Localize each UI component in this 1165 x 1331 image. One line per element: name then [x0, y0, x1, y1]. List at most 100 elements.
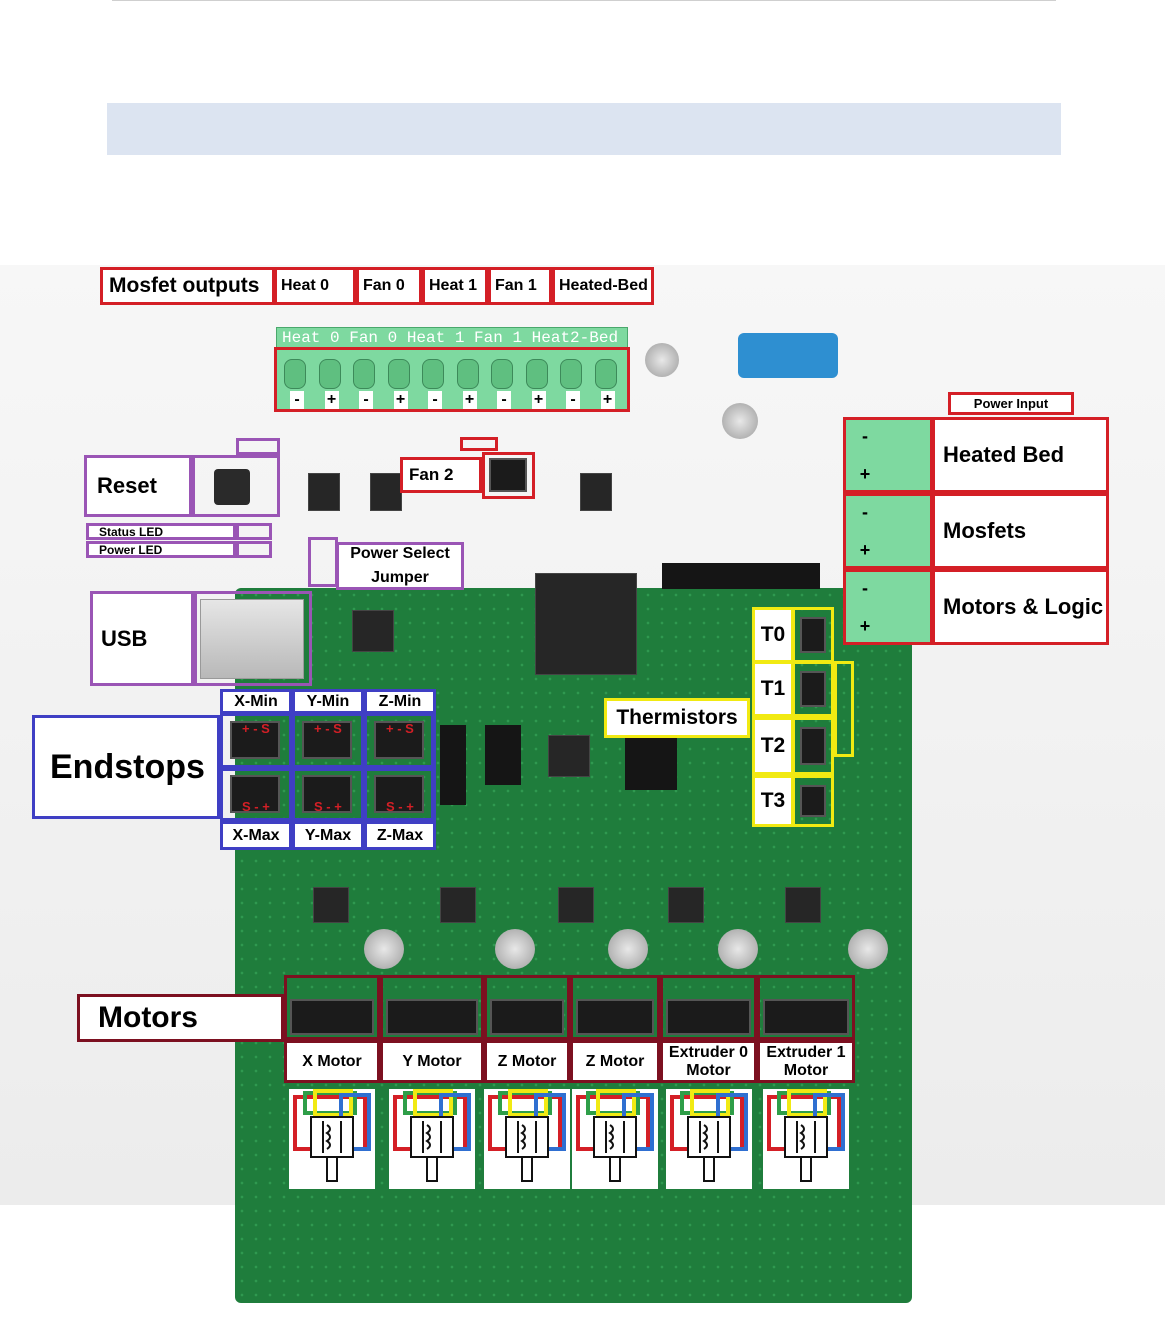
- power-sign: -: [862, 501, 868, 522]
- stepper-motor-icon: [389, 1089, 475, 1189]
- status-led-frame: [236, 523, 272, 540]
- endstop-max-label: X-Max: [220, 821, 292, 850]
- power-terminal-frame: [843, 417, 933, 493]
- thermistor-connector: [800, 671, 826, 707]
- mosfet-output-label: Fan 1: [488, 267, 552, 305]
- power-rail-label: Heated Bed: [932, 417, 1109, 493]
- usb-label: USB: [90, 591, 194, 686]
- thermistor-connector: [800, 617, 826, 653]
- polarity-sign: -: [428, 391, 442, 409]
- power-rail-label: Mosfets: [932, 493, 1109, 569]
- usb-port: [200, 599, 304, 679]
- endstop-min-pins: + - S: [386, 721, 414, 736]
- stepper-driver-ic: [558, 887, 594, 923]
- power-select-text: Power Select Jumper: [350, 545, 450, 586]
- stepper-motor-icon: [484, 1089, 570, 1189]
- endstop-max-label: Y-Max: [292, 821, 364, 850]
- jumper-headers: [485, 725, 521, 785]
- terminal-screw: [353, 359, 375, 389]
- mosfet-output-label: Heat 1: [422, 267, 488, 305]
- endstop-min-connector: [374, 721, 424, 759]
- reset-silk-frame: [236, 438, 280, 455]
- mosfet-chip: [370, 473, 402, 511]
- status-led-label: Status LED: [86, 523, 236, 540]
- main-microcontroller: [535, 573, 637, 675]
- top-rule: [112, 0, 1056, 1]
- endstop-connector-area: [220, 713, 434, 821]
- header-bar: [107, 103, 1061, 155]
- blade-fuse: [738, 333, 838, 378]
- motor-connector-frame: [570, 975, 660, 1040]
- thermistor-label: T3: [752, 775, 794, 827]
- power-input-title: Power Input: [948, 392, 1074, 415]
- motor-label: Z Motor: [570, 1040, 660, 1083]
- endstop-max-label: Z-Max: [364, 821, 436, 850]
- motor-label: Z Motor: [484, 1040, 570, 1083]
- endstop-min-pins: + - S: [242, 721, 270, 736]
- polarity-sign: -: [566, 391, 580, 409]
- fan2-connector: [489, 458, 527, 492]
- motor-connector-frame: [660, 975, 757, 1040]
- capacitor: [848, 929, 888, 969]
- power-select-jumper-label: Power Select Jumper: [336, 542, 464, 590]
- endstop-max-pins: S - +: [314, 799, 342, 814]
- capacitor: [495, 929, 535, 969]
- mosfet-output-label: Heat 0: [274, 267, 356, 305]
- endstop-max-connector: [230, 775, 280, 813]
- capacitor: [645, 343, 679, 377]
- polarity-sign: -: [497, 391, 511, 409]
- power-led-label: Power LED: [86, 541, 236, 558]
- thermistor-connector: [800, 785, 826, 817]
- polarity-sign: +: [600, 391, 615, 409]
- mosfet-chip: [580, 473, 612, 511]
- endstop-min-label: Y-Min: [292, 689, 364, 714]
- stepper-driver-ic: [313, 887, 349, 923]
- endstop-max-connector: [302, 775, 352, 813]
- terminal-screw: [456, 359, 479, 389]
- thermistor-label: T1: [752, 661, 794, 717]
- fan2-connector-frame: [482, 452, 535, 499]
- polarity-sign: +: [462, 391, 477, 409]
- motor-connector: [576, 999, 654, 1035]
- capacitor: [608, 929, 648, 969]
- power-sign: -: [862, 577, 868, 598]
- polarity-sign: -: [359, 391, 373, 409]
- thermistor-frame: [792, 775, 834, 827]
- mosfet-output-label: Fan 0: [356, 267, 422, 305]
- endstop-min-connector: [302, 721, 352, 759]
- motor-label: Y Motor: [380, 1040, 484, 1083]
- fan2-label: Fan 2: [400, 457, 482, 493]
- thermistors-silk-frame: [834, 661, 854, 757]
- reset-button-frame: [192, 455, 280, 517]
- power-select-frame: [308, 537, 338, 587]
- stepper-motor-icon: [763, 1089, 849, 1189]
- motor-connector-frame: [757, 975, 855, 1040]
- jumper-headers: [625, 735, 677, 790]
- polarity-sign: +: [531, 391, 546, 409]
- motor-connector-frame: [284, 975, 380, 1040]
- polarity-sign: +: [393, 391, 408, 409]
- mosfet-terminal-frame: [274, 347, 630, 412]
- terminal-screw: [387, 359, 410, 389]
- endstop-max-pins: S - +: [242, 799, 270, 814]
- capacitor: [718, 929, 758, 969]
- stepper-motor-icon: [289, 1089, 375, 1189]
- mosfet-chip: [308, 473, 340, 511]
- endstops-title: Endstops: [32, 715, 220, 819]
- motor-connector: [490, 999, 564, 1035]
- endstop-min-connector: [230, 721, 280, 759]
- terminal-screw: [594, 359, 617, 389]
- power-sign: -: [862, 425, 868, 446]
- motor-label: Extruder 0 Motor: [660, 1040, 757, 1083]
- reset-label: Reset: [84, 455, 192, 517]
- terminal-screw: [284, 359, 306, 389]
- power-sign: +: [859, 539, 871, 560]
- motor-connector-frame: [484, 975, 570, 1040]
- stepper-driver-ic: [785, 887, 821, 923]
- thermistor-label: T0: [752, 607, 794, 663]
- ext-headers: [440, 725, 466, 805]
- stepper-motor-icon: [665, 1089, 752, 1189]
- motor-connector-frame: [380, 975, 484, 1040]
- board-photo: Heat 0 Fan 0 Heat 1 Fan 1 Heat2-Bed -+-+…: [0, 265, 1165, 1303]
- endstop-min-label: Z-Min: [364, 689, 436, 714]
